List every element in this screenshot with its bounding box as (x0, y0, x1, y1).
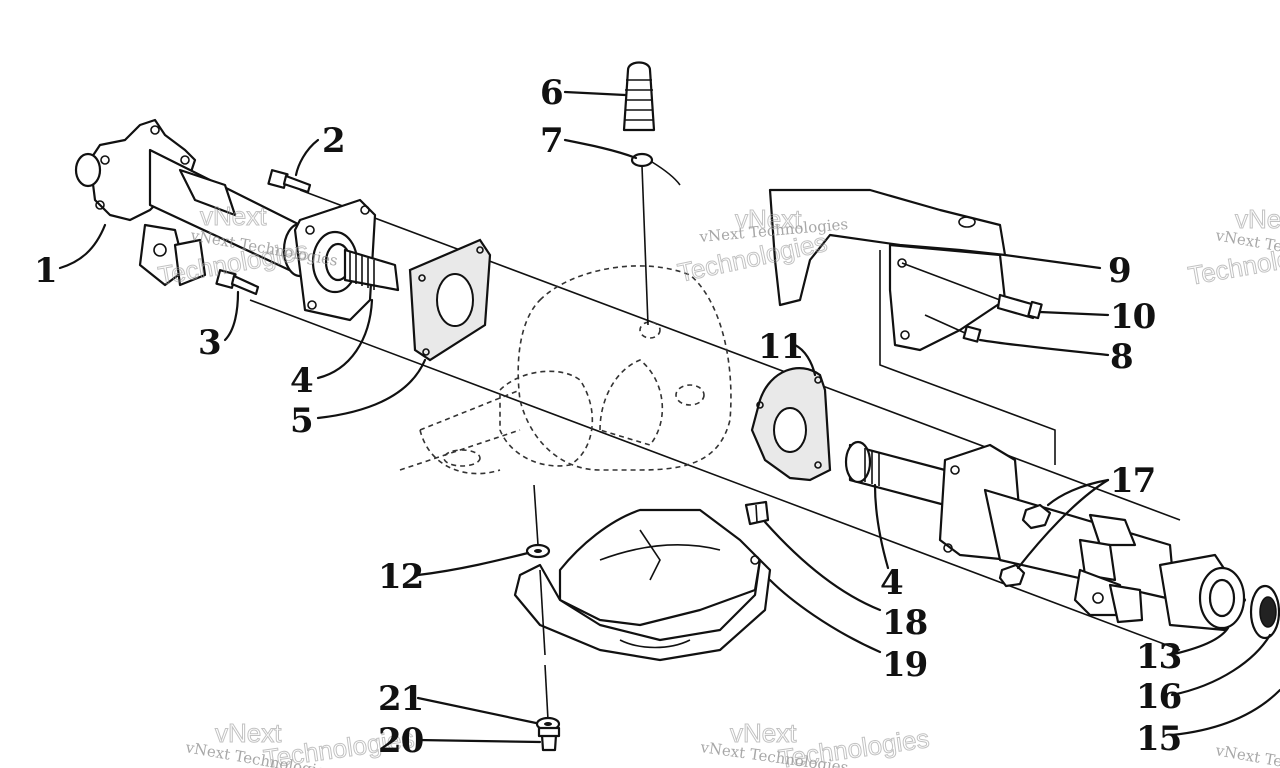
bolt-upper (267, 169, 312, 194)
callout-4: 4 (290, 361, 313, 401)
callout-12: 12 (378, 557, 423, 597)
callout-15: 15 (1136, 719, 1181, 759)
callout-1: 1 (34, 251, 57, 291)
callout-16: 16 (1136, 677, 1181, 717)
watermark-logo: vNext (200, 201, 267, 231)
bearing-flange-left (293, 198, 400, 322)
gasket-left (408, 238, 492, 362)
watermark-brand: vNext Technologies (1213, 741, 1280, 768)
watermark-logo: vNext (730, 718, 797, 748)
callout-13: 13 (1136, 637, 1181, 677)
callout-10: 10 (1110, 297, 1156, 337)
clip-18 (744, 500, 770, 526)
callout-2: 2 (322, 121, 345, 161)
watermark-logo: vNext (1235, 204, 1280, 234)
bearing-13 (1158, 553, 1247, 632)
callout-8: 8 (1110, 337, 1133, 377)
callout-5: 5 (290, 401, 313, 441)
bolt-lower (215, 269, 260, 296)
bearing-16 (1249, 584, 1280, 640)
vent-boot (622, 61, 656, 132)
watermark-logo: vNext (735, 204, 802, 234)
callout-3: 3 (198, 323, 221, 363)
axle-centerline (249, 189, 1181, 651)
watermark-sub: Technologies (777, 723, 931, 768)
callout-6: 6 (540, 73, 563, 113)
callout-18: 18 (882, 603, 927, 643)
watermark-logo: vNext (215, 718, 282, 748)
transmission-housing-outline (399, 265, 732, 475)
bracket-screw (924, 314, 982, 343)
callout-17: 17 (1110, 461, 1155, 501)
callout-7: 7 (540, 121, 563, 161)
callout-labels: 1 2 3 4 5 6 7 9 10 8 11 17 4 12 18 19 13… (34, 73, 1182, 761)
lock-nuts (998, 503, 1052, 588)
callout-19: 19 (882, 645, 927, 685)
washer-12 (525, 543, 551, 559)
vent-ring (630, 152, 681, 326)
skid-plate (513, 484, 772, 721)
mounting-bracket (768, 188, 1056, 465)
callout-11: 11 (758, 327, 803, 367)
splined-shaft-right (844, 440, 947, 507)
callout-4: 4 (880, 563, 903, 603)
callout-21: 21 (378, 679, 423, 719)
leader-lines (58, 90, 1280, 744)
callout-9: 9 (1108, 251, 1131, 291)
screw-20 (537, 726, 561, 752)
callout-20: 20 (378, 721, 424, 761)
gasket-right (750, 367, 832, 482)
